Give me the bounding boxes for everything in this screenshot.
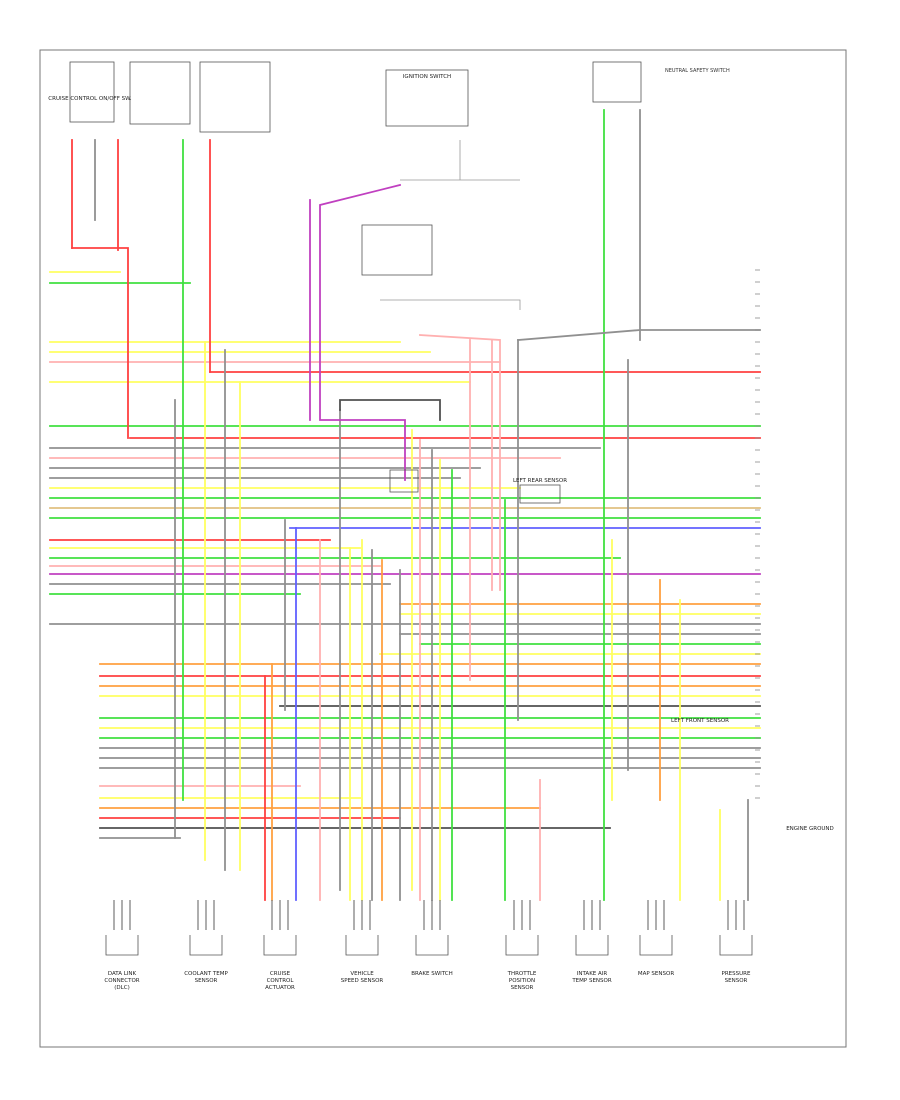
splice-box [389, 469, 419, 493]
components-group [69, 61, 753, 956]
wires-group [49, 109, 761, 901]
connector-shell-8 [719, 935, 753, 956]
bottom-component-label-5: THROTTLE [507, 971, 537, 977]
bottom-component-label-8: SENSOR [725, 978, 748, 984]
bottom-component-label-6: INTAKE AIR [577, 971, 608, 977]
bottom-component-label-1: COOLANT TEMP [184, 971, 228, 977]
connector-shell-3 [345, 935, 379, 956]
bottom-component-label-1: SENSOR [195, 978, 218, 984]
mid-component-label-1: LEFT FRONT SENSOR [671, 718, 729, 724]
connector-shell-4 [415, 935, 449, 956]
relay-box [129, 61, 191, 125]
connector-shell-0 [105, 935, 139, 956]
red-link [71, 247, 129, 439]
connector-shell-1 [189, 935, 223, 956]
bottom-component-label-2: CONTROL [267, 978, 295, 984]
bottom-component-label-6: TEMP SENSOR [571, 978, 612, 984]
brake-switch-box [361, 224, 433, 276]
bottom-component-label-5: POSITION [509, 978, 535, 984]
bottom-component-label-7: MAP SENSOR [638, 971, 674, 977]
top-component-label-2: NEUTRAL SAFETY SWITCH [665, 68, 730, 74]
module-box [199, 61, 271, 133]
black-link [339, 399, 441, 421]
mid-component-label-0: LEFT REAR SENSOR [513, 478, 567, 484]
bottom-component-label-8: PRESSURE [722, 971, 751, 977]
cruise-on-off-switch-box [69, 61, 115, 123]
bottom-component-label-5: SENSOR [511, 985, 534, 991]
switch-bottom [380, 299, 521, 310]
mid-component-label-2: ENGINE GROUND [786, 826, 834, 832]
gray-top-link [517, 329, 761, 341]
bottom-component-label-4: BRAKE SWITCH [411, 971, 453, 977]
bottom-component-label-0: CONNECTOR [104, 978, 139, 984]
connector-shell-5 [505, 935, 539, 956]
bottom-component-label-3: SPEED SENSOR [341, 978, 384, 984]
connector-shell-7 [639, 935, 673, 956]
ignition-switch-box [385, 69, 469, 127]
neutral-switch-box [592, 61, 642, 103]
connector-shell-2 [263, 935, 297, 956]
labels-group: CRUISE CONTROL ON/OFF SW. IGNITION SWITCH… [48, 68, 834, 991]
bottom-component-label-2: ACTUATOR [265, 985, 295, 991]
diagram-border [39, 49, 847, 1048]
pink-link [419, 334, 501, 591]
violet-link [319, 183, 406, 481]
top-component-label-0: CRUISE CONTROL ON/OFF SW. [48, 96, 132, 102]
bottom-component-label-0: (DLC) [114, 985, 129, 991]
bottom-component-label-0: DATA LINK [108, 971, 137, 977]
top-component-label-1: IGNITION SWITCH [403, 74, 451, 80]
connector-shell-6 [575, 935, 609, 956]
bottom-component-label-3: VEHICLE [350, 971, 374, 977]
left-rear-sensor-box [519, 484, 561, 504]
bottom-component-label-2: CRUISE [270, 971, 291, 977]
